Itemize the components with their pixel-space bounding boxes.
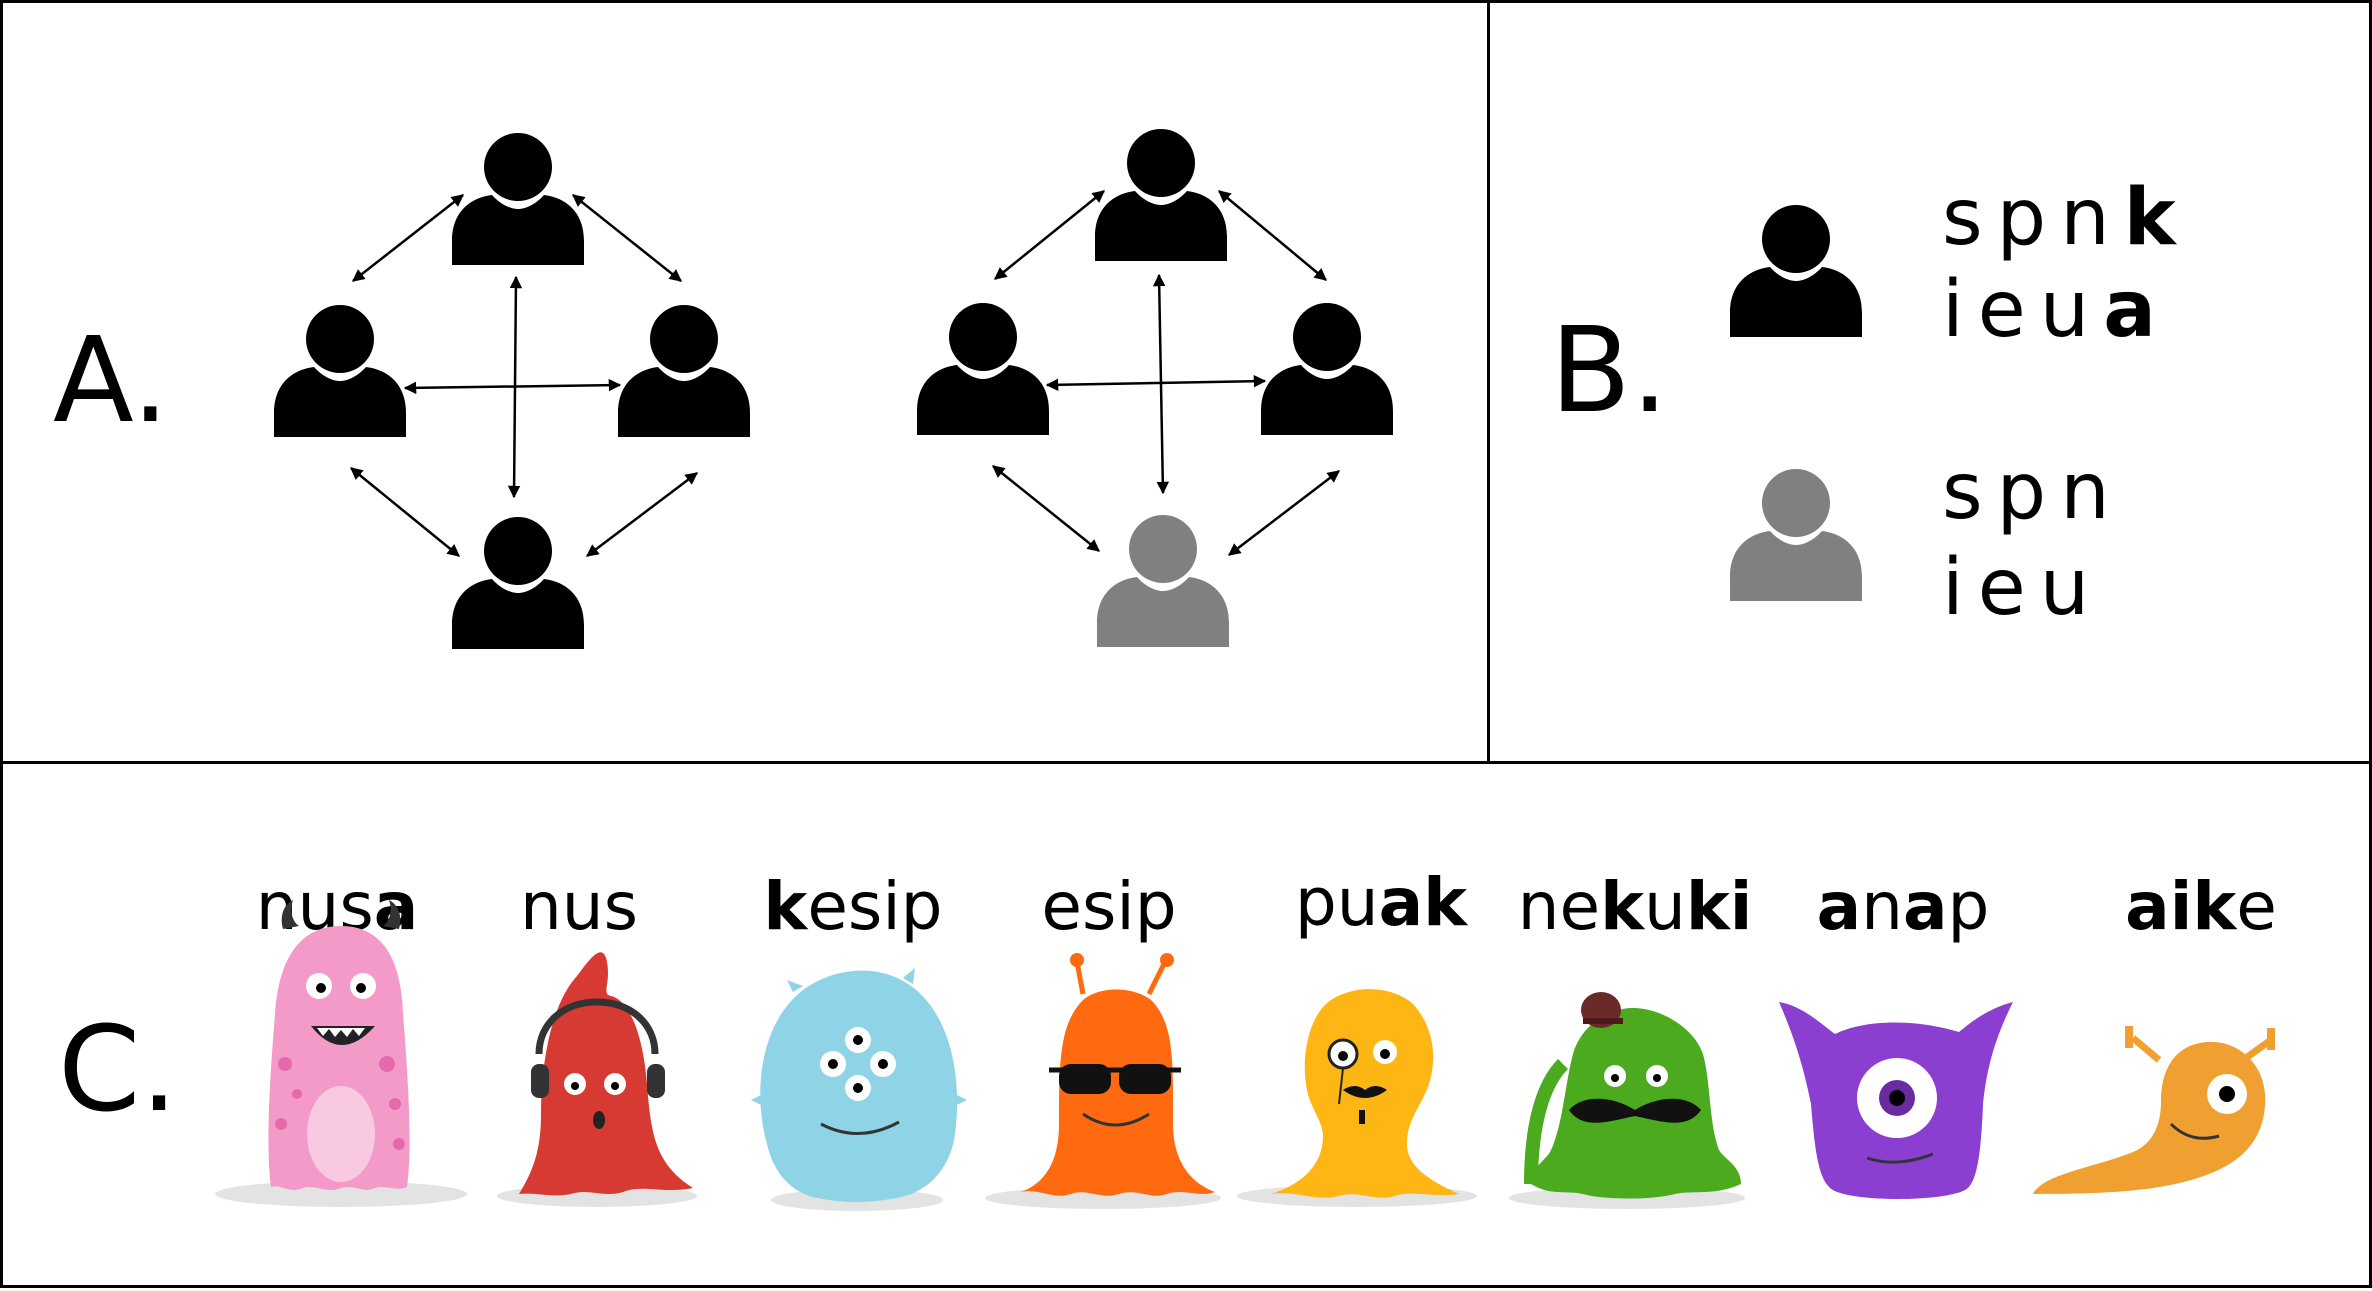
panel-b-label: B.	[1550, 301, 1669, 439]
word-label: nekuki	[1517, 868, 1753, 945]
double-arrow-icon	[1218, 190, 1327, 281]
monster-icon	[1779, 1002, 2013, 1199]
network-left	[274, 133, 750, 649]
person-icon	[1261, 303, 1393, 435]
double-arrow-icon	[586, 472, 698, 557]
inventory-black-vowels: ieua	[1942, 265, 2170, 355]
inventory-gray-vowels: ieu	[1942, 543, 2104, 633]
word-label: esip	[1041, 868, 1177, 945]
person-icon	[1730, 469, 1862, 601]
person-icon	[452, 133, 584, 265]
panel-c-label: C.	[58, 1000, 178, 1138]
word-label: kesip	[763, 868, 943, 945]
person-icon	[274, 305, 406, 437]
word-label: nus	[519, 868, 639, 945]
person-icon	[1095, 129, 1227, 261]
panel-a: A.	[0, 0, 1490, 764]
panel-a-label: A.	[53, 311, 170, 449]
double-arrow-icon	[572, 194, 682, 282]
person-icon	[618, 305, 750, 437]
double-arrow-icon	[1045, 374, 1267, 392]
word-label: anap	[1816, 868, 1990, 945]
monster-icon	[497, 952, 697, 1207]
double-arrow-icon	[507, 275, 523, 499]
network-diagrams	[274, 129, 1393, 649]
double-arrow-icon	[994, 190, 1105, 280]
monster-icon	[215, 900, 467, 1207]
panel-c: C. nusa nus kesip esip puak nekuki anap …	[0, 761, 2372, 1288]
monster-icon	[985, 953, 1221, 1209]
person-icon	[1730, 205, 1862, 337]
panel-b: B. spnk ieua spn ieu	[1487, 0, 2372, 764]
double-arrow-icon	[1152, 273, 1170, 495]
person-icon	[1097, 515, 1229, 647]
creatures	[215, 900, 2275, 1211]
inventory-black-consonants: spnk	[1942, 173, 2190, 263]
double-arrow-icon	[403, 378, 622, 395]
network-right	[917, 129, 1393, 647]
monster-icon	[1509, 992, 1745, 1209]
monster-icon	[2033, 1026, 2275, 1194]
double-arrow-icon	[992, 465, 1100, 552]
inventory-gray-consonants: spn	[1942, 447, 2124, 537]
monster-icon	[1237, 989, 1477, 1207]
speaker-icons	[1730, 205, 1862, 601]
double-arrow-icon	[350, 467, 460, 557]
person-icon	[452, 517, 584, 649]
double-arrow-icon	[352, 194, 464, 282]
word-label: aike	[2125, 868, 2277, 945]
word-label: puak	[1294, 864, 1468, 941]
person-icon	[917, 303, 1049, 435]
monster-icon	[751, 968, 967, 1211]
double-arrow-icon	[1228, 470, 1340, 556]
